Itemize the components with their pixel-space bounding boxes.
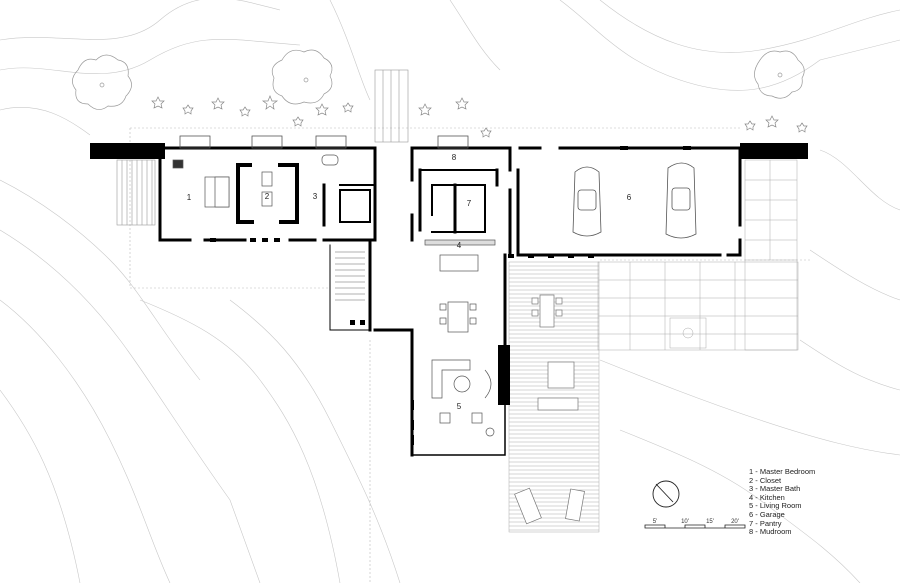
legend-item: 6 - Garage [749, 509, 785, 519]
shrub-icon [151, 95, 808, 138]
legend-item: 2 - Closet [749, 475, 782, 485]
room-number-6: 6 [627, 193, 632, 202]
north-arrow-icon [652, 480, 680, 508]
bedroom-furniture [172, 154, 339, 208]
room-number-1: 1 [187, 193, 192, 202]
car-icon [572, 162, 697, 239]
walls [158, 146, 742, 457]
scale-bar: 5' 10' 15' 20' [644, 519, 746, 529]
legend-item: 5 - Living Room [749, 501, 802, 511]
room-number-2: 2 [265, 192, 270, 201]
room-number-7: 7 [467, 199, 472, 208]
windows [210, 146, 691, 445]
room-numbers: 1 2 3 4 5 6 7 8 [187, 153, 632, 411]
deck-furniture [514, 294, 585, 525]
room-number-8: 8 [452, 153, 457, 162]
south-deck [508, 261, 600, 533]
legend-item: 8 - Mudroom [749, 527, 792, 537]
legend-item: 1 - Master Bedroom [749, 467, 816, 476]
scale-label-5: 5' [653, 519, 657, 525]
east-paving [597, 159, 799, 351]
room-number-3: 3 [313, 192, 318, 201]
room-legend: 1 - Master Bedroom 2 - Closet 3 - Master… [749, 467, 889, 537]
scale-label-15: 15' [706, 519, 714, 525]
scale-label-10: 10' [681, 519, 689, 525]
property-line [129, 127, 810, 583]
west-terrace [116, 159, 156, 226]
legend-item: 4 - Kitchen [749, 492, 785, 502]
room-number-5: 5 [457, 402, 462, 411]
stairs [335, 251, 365, 301]
scale-label-20: 20' [731, 519, 739, 525]
bay-windows [179, 135, 469, 149]
kitchen-furniture [424, 239, 496, 333]
tree-icon [72, 49, 805, 110]
retaining-walls [90, 143, 808, 159]
entry-walk [374, 69, 409, 143]
legend-item: 7 - Pantry [749, 518, 782, 528]
room-number-4: 4 [457, 241, 462, 250]
living-furniture [431, 359, 495, 437]
legend-item: 3 - Master Bath [749, 484, 801, 494]
